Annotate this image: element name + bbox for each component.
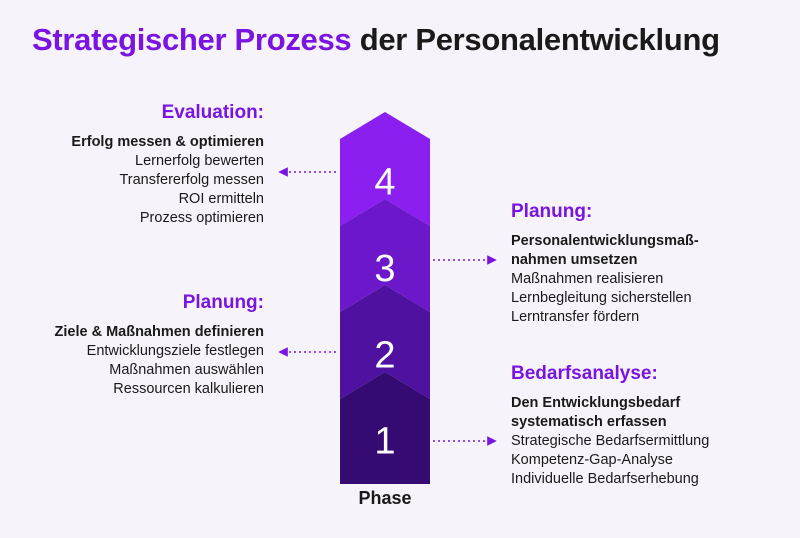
block-bedarfsanalyse-item: Strategische Bedarfsermittlung (511, 433, 710, 449)
block-planung-right-subtitle: nahmen umsetzen (511, 252, 638, 268)
phase-3-number: 3 (374, 248, 395, 290)
block-planung-right-heading: Planung: (511, 201, 593, 222)
block-evaluation-item: Transfererfolg messen (119, 172, 264, 188)
block-evaluation-item: ROI ermitteln (178, 191, 264, 207)
block-planung-right-item: Lerntransfer fördern (511, 309, 640, 325)
block-bedarfsanalyse-subtitle: systematisch erfassen (511, 414, 667, 430)
phase-1-shape (340, 372, 430, 484)
block-planung-left-item: Ressourcen kalkulieren (113, 381, 264, 397)
page-title: Strategischer Prozess der Personalentwic… (32, 22, 720, 58)
block-bedarfsanalyse-heading: Bedarfsanalyse: (511, 363, 658, 384)
title-accent: Strategischer Prozess (32, 22, 352, 57)
phase-3-shape (340, 199, 430, 312)
block-planung-right-subtitle: Personalentwicklungsmaß- (511, 233, 699, 249)
block-planung-left-heading: Planung: (182, 292, 264, 313)
block-planung-right: Planung: Personalentwicklungsmaß- nahmen… (511, 201, 771, 327)
block-bedarfsanalyse: Bedarfsanalyse: Den Entwicklungsbedarf s… (511, 363, 771, 489)
block-planung-right-item: Lernbegleitung sicherstellen (511, 290, 692, 306)
block-evaluation: Evaluation: Erfolg messen & optimieren L… (4, 102, 264, 228)
phase-2-number: 2 (374, 335, 395, 377)
block-planung-left-item: Maßnahmen auswählen (109, 362, 264, 378)
phase-2-shape (340, 285, 430, 399)
phase-axis-label: Phase (358, 488, 412, 508)
block-evaluation-item: Lernerfolg bewerten (135, 153, 264, 169)
phase-1-number: 1 (374, 421, 395, 463)
block-bedarfsanalyse-item: Individuelle Bedarfserhebung (511, 471, 699, 487)
block-planung-left-subtitle: Ziele & Maßnahmen definieren (54, 324, 265, 340)
block-planung-right-item: Maßnahmen realisieren (511, 271, 664, 287)
phase-4-shape (340, 112, 430, 226)
block-evaluation-item: Prozess optimieren (139, 210, 264, 226)
phase-4-number: 4 (374, 162, 395, 204)
block-evaluation-subtitle: Erfolg messen & optimieren (71, 134, 264, 150)
block-bedarfsanalyse-subtitle: Den Entwicklungsbedarf (511, 395, 681, 411)
block-planung-left-item: Entwicklungsziele festlegen (86, 343, 264, 359)
block-planung-left: Planung: Ziele & Maßnahmen definieren En… (4, 292, 265, 399)
block-evaluation-heading: Evaluation: (161, 102, 264, 123)
block-bedarfsanalyse-item: Kompetenz-Gap-Analyse (511, 452, 673, 468)
title-rest: der Personalentwicklung (359, 22, 720, 57)
